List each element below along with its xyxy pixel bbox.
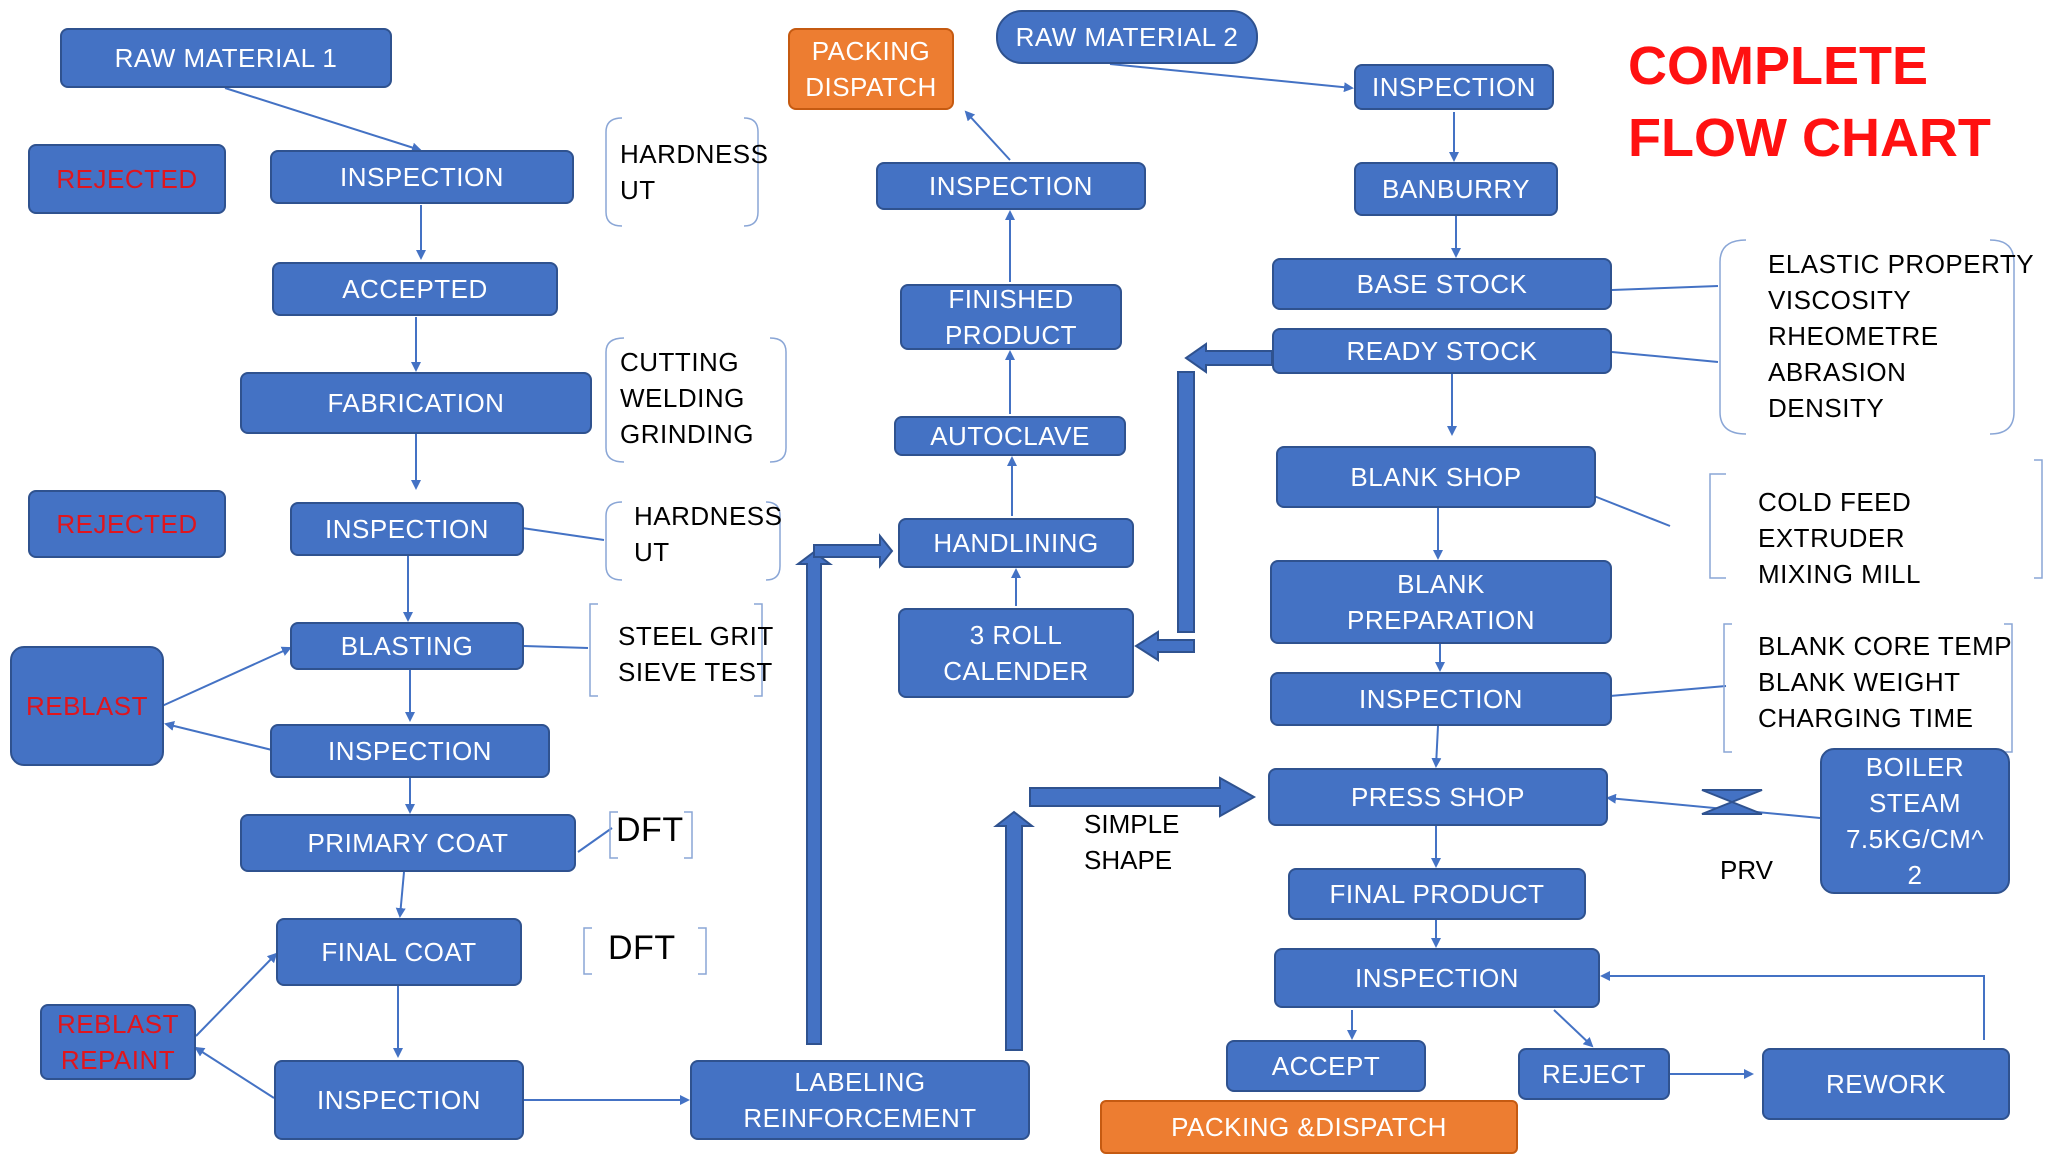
node-final-product[interactable]: FINAL PRODUCT [1288,868,1586,920]
leader-ready-stock [1611,351,1719,363]
bracket-dft-1 [609,811,693,859]
node-handlining[interactable]: HANDLINING [898,518,1134,568]
block-arrow-simple-shape [1029,776,1257,818]
node-blasting[interactable]: BLASTING [290,622,524,670]
node-packing-dispatch-2[interactable]: PACKING &DISPATCH [1100,1100,1518,1154]
note-hardness-ut-2: HARDNESS UT [634,501,783,567]
note-dft-1: DFT [616,811,684,849]
node-finished-product[interactable]: FINISHED PRODUCT [900,284,1122,350]
node-boiler-steam[interactable]: BOILER STEAM 7.5KG/CM^ 2 [1820,748,2010,894]
arrow-inspection-reject [1553,1009,1594,1048]
leader-blank-checks [1609,685,1727,697]
node-blank-preparation[interactable]: BLANK PREPARATION [1270,560,1612,644]
node-press-shop[interactable]: PRESS SHOP [1268,768,1608,826]
note-dft-2: DFT [608,929,676,967]
block-arrow-ready-down [1177,371,1195,633]
block-arrow-to-calender [1134,630,1195,662]
node-accept[interactable]: ACCEPT [1226,1040,1426,1092]
bracket-hardness-2 [605,501,781,581]
node-inspection-1[interactable]: INSPECTION [270,150,574,204]
node-raw-material-2[interactable]: RAW MATERIAL 2 [996,10,1258,64]
note-steel-grit-sieve: STEEL GRIT SIEVE TEST [618,621,774,687]
note-hardness-ut-1: HARDNESS UT [620,139,769,205]
arrow-primary-final [395,871,406,918]
node-3-roll-calender[interactable]: 3 ROLL CALENDER [898,608,1134,698]
leader-base-stock [1611,285,1719,291]
arrow-inspection-packing [964,110,1011,161]
node-final-coat[interactable]: FINAL COAT [276,918,522,986]
node-labeling-reinforcement[interactable]: LABELING REINFORCEMENT [690,1060,1030,1140]
node-fabrication[interactable]: FABRICATION [240,372,592,434]
arrow-rm2-inspection [1109,63,1354,93]
node-packing-dispatch-1[interactable]: PACKING DISPATCH [788,28,954,110]
note-cutting-welding-grinding: CUTTING WELDING GRINDING [620,347,754,449]
leader-hardness [521,527,605,541]
bracket-blank-checks [1723,623,2013,753]
node-rejected-1[interactable]: REJECTED [28,144,226,214]
block-arrow-ready-left [1184,342,1273,374]
note-blank-checks: BLANK CORE TEMP BLANK WEIGHT CHARGING TI… [1758,631,2013,733]
node-inspection-7[interactable]: INSPECTION [1270,672,1612,726]
block-arrow-labeling-up [795,550,833,1045]
node-inspection-8[interactable]: INSPECTION [1274,948,1600,1008]
leader-dft [577,827,613,853]
note-properties: ELASTIC PROPERTY VISCOSITY RHEOMETRE ABR… [1768,249,2035,423]
node-blank-shop[interactable]: BLANK SHOP [1276,446,1596,508]
block-arrow-to-handlining [813,533,894,569]
node-reject[interactable]: REJECT [1518,1048,1670,1100]
node-inspection-6[interactable]: INSPECTION [1354,64,1554,110]
prv-valve-icon [1701,789,1763,815]
chart-title: COMPLETE FLOW CHART [1628,36,1991,168]
node-accepted[interactable]: ACCEPTED [272,262,558,316]
arrow-boiler-press [1606,793,1821,819]
node-raw-material-1[interactable]: RAW MATERIAL 1 [60,28,392,88]
node-reblast-repaint[interactable]: REBLAST REPAINT [40,1004,196,1080]
leader-blank-shop [1593,495,1671,527]
label-simple-shape: SIMPLE SHAPE [1084,809,1180,875]
node-reblast[interactable]: REBLAST [10,646,164,766]
arrow-inspection-press [1431,725,1442,768]
node-inspection-5[interactable]: INSPECTION [876,162,1146,210]
node-base-stock[interactable]: BASE STOCK [1272,258,1612,310]
arrow-inspection-repaint [194,1046,275,1099]
block-arrow-labeling-up-2 [993,810,1035,1051]
bracket-hardness-1 [605,117,759,227]
node-banburry[interactable]: BANBURRY [1354,162,1558,216]
label-prv: PRV [1720,855,1773,885]
bracket-cutting [605,337,787,463]
bracket-properties [1719,239,2015,435]
arrow-reblast-blasting [161,646,292,707]
node-primary-coat[interactable]: PRIMARY COAT [240,814,576,872]
bracket-steel-grit [589,603,763,697]
node-inspection-2[interactable]: INSPECTION [290,502,524,556]
leader-steel-grit [523,645,589,649]
bracket-extruder [1709,459,2043,579]
node-inspection-4[interactable]: INSPECTION [274,1060,524,1140]
arrow-inspection-reblast [164,721,273,751]
node-ready-stock[interactable]: READY STOCK [1272,328,1612,374]
node-rework[interactable]: REWORK [1762,1048,2010,1120]
node-rejected-2[interactable]: REJECTED [28,490,226,558]
note-extruder-mill: COLD FEED EXTRUDER MIXING MILL [1758,487,1921,589]
bracket-dft-2 [583,927,707,975]
arrow-rm1-inspection [224,87,422,153]
node-inspection-3[interactable]: INSPECTION [270,724,550,778]
node-autoclave[interactable]: AUTOCLAVE [894,416,1126,456]
arrow-rework-inspection [1600,971,1985,1040]
arrow-repaint-final [195,952,278,1037]
